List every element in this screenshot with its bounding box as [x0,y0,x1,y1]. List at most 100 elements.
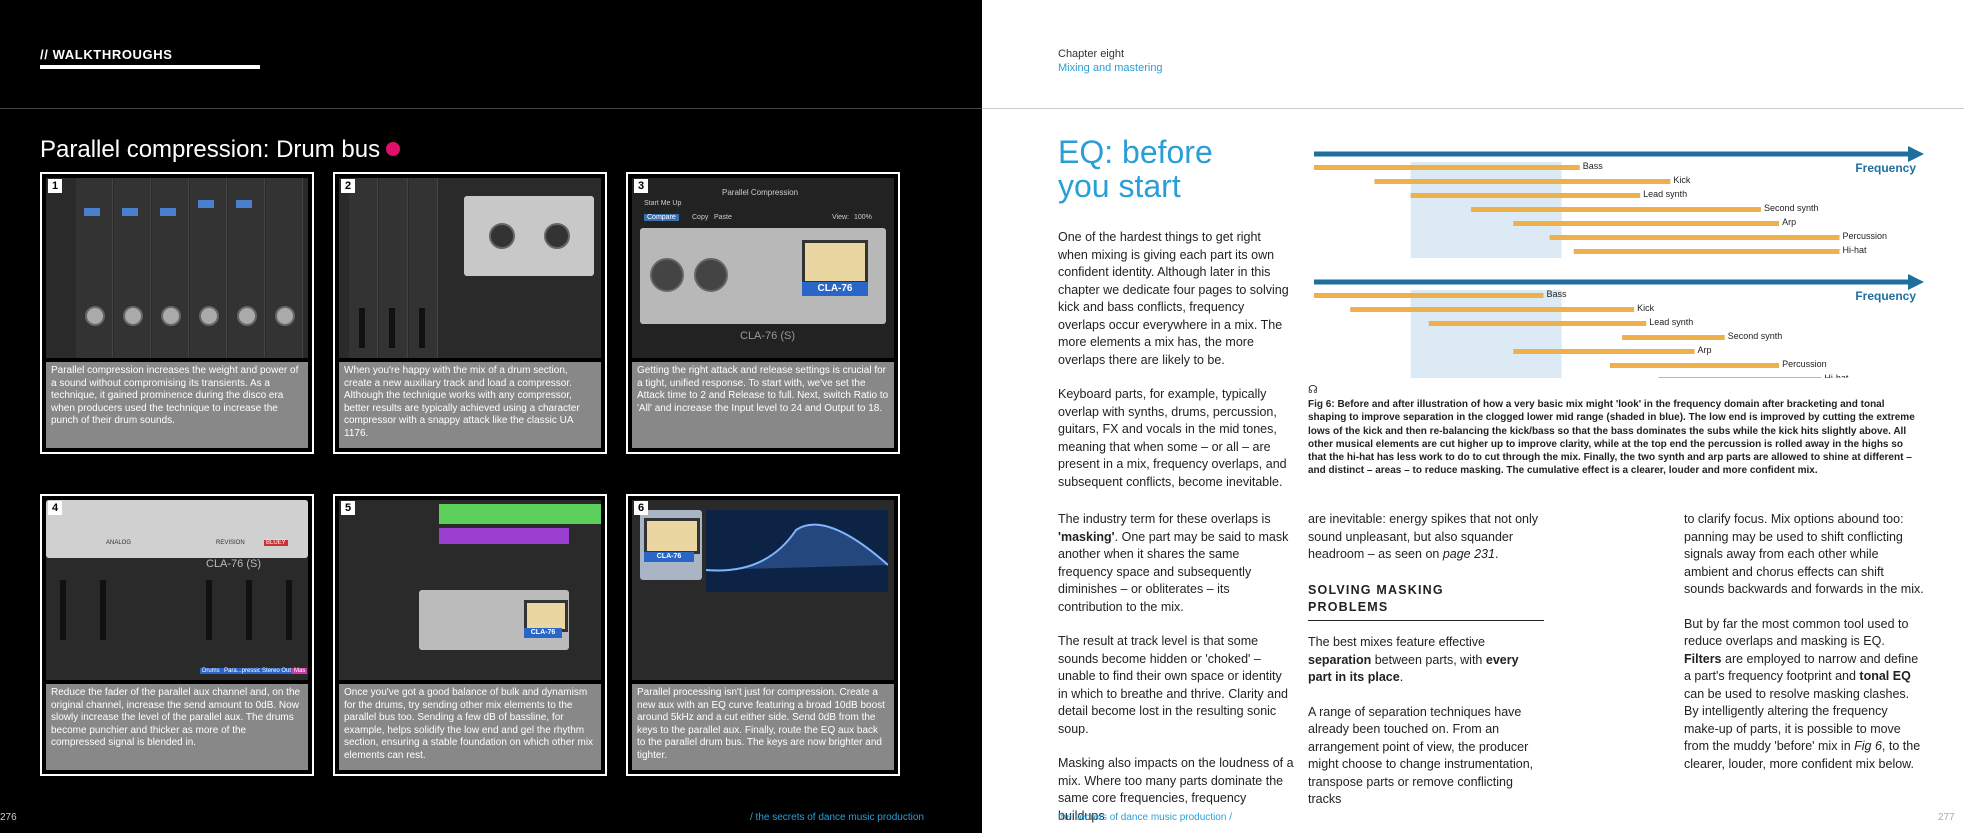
step-panel-3: 3 Parallel Compression Start Me Up Compa… [626,172,900,454]
daw-screenshot [339,178,601,358]
step-caption: Getting the right attack and release set… [632,362,894,448]
text-column-2b: The best mixes feature effective separat… [1308,634,1544,809]
cla-label: CLA-76 [802,282,868,296]
track-label: Stereo Out [260,668,294,674]
intro-column: One of the hardest things to get right w… [1058,229,1294,491]
text-column-3: to clarify focus. Mix options abound too… [1684,511,1924,773]
frequency-bar [1410,193,1641,198]
eq-curve [705,523,889,572]
plugin-view-value: 100% [854,214,872,221]
article-title: EQ: before you start [1058,135,1278,203]
fig-ref: Fig 6 [1854,739,1882,753]
bar-label: Lead synth [1649,317,1693,327]
revision-label: REVISION [216,540,245,546]
step-number: 3 [634,179,649,193]
frequency-bar [1471,207,1761,212]
bold-term: tonal EQ [1859,669,1911,683]
plugin-title: Parallel Compression [722,188,799,197]
text-run: can be used to resolve masking clashes. … [1684,686,1910,754]
section-heading: SOLVING MASKING PROBLEMS [1308,582,1544,621]
step-panel-6: 6 CLA-76 Parallel processing isn't just … [626,494,900,776]
bar-label: Hi-hat [1842,245,1867,255]
track-label: Mas [292,668,308,674]
bar-label: Hi-hat [1824,373,1849,378]
figure-caption: Fig 6: Before and after illustration of … [1308,399,1915,477]
step-caption: When you're happy with the mix of a drum… [339,362,601,448]
step-number: 6 [634,501,649,515]
cla76-mixer-screenshot: ANALOG REVISION BLUEY CLA-76 (S) Drums P… [46,500,308,680]
paragraph: The industry term for these overlaps is … [1058,511,1294,616]
cla-label: CLA-76 [524,628,562,638]
text-run: are employed to narrow and define a part… [1684,651,1919,684]
section-label: // WALKTHROUGHS [40,47,173,62]
left-page: // WALKTHROUGHS Parallel compression: Dr… [0,0,982,833]
bar-label: Arp [1698,345,1712,355]
frequency-bar [1549,235,1840,240]
paragraph: Keyboard parts, for example, typically o… [1058,387,1287,489]
bold-term: Filters [1684,651,1722,666]
frequency-bar [1428,321,1647,326]
text-run: . [1494,547,1499,561]
bold-term: separation [1308,652,1372,667]
step-number: 4 [48,501,63,515]
page-number: 277 [1938,812,1955,823]
heading-line: PROBLEMS [1308,600,1389,614]
compressor-plugin-screenshot: Parallel Compression Start Me Up Compare… [632,178,894,358]
plugin-paste: Paste [714,214,732,221]
bar-label: Arp [1782,217,1796,227]
text-run: The best mixes feature effective [1308,635,1485,649]
frequency-bar [1573,249,1840,254]
paragraph: The best mixes feature effective separat… [1308,634,1544,687]
bar-label: Second synth [1764,203,1819,213]
axis-arrow [1908,274,1924,290]
paragraph: The result at track level is that some s… [1058,634,1288,736]
cla-model: CLA-76 (S) [740,330,796,342]
plugin-compare: Compare [644,214,679,221]
bluey-label: BLUEY [264,540,288,546]
text-run: are inevitable: energy spikes that not o… [1308,512,1538,561]
page-title: Parallel compression: Drum bus [40,136,401,164]
step-panel-5: 5 CLA-76 Once you've got a good balance … [333,494,607,776]
eq-screenshot: CLA-76 [632,500,894,680]
axis-arrow [1908,146,1924,162]
text-column-2: are inevitable: energy spikes that not o… [1308,511,1544,564]
frequency-bar [1314,293,1544,298]
text-run: between parts, with [1371,652,1486,667]
plugin-copy: Copy [692,214,709,221]
frequency-bar [1609,363,1780,368]
title-line: EQ: before [1058,134,1213,170]
text-run: . [1399,670,1404,684]
header-divider [0,108,982,109]
chapter-label: Chapter eight [1058,48,1125,60]
headphones-icon: ☊ [1308,384,1318,396]
axis-label: Frequency [1855,161,1916,175]
paragraph: are inevitable: energy spikes that not o… [1308,511,1544,564]
footer-title: / the secrets of dance music production [750,812,924,823]
step-caption: Parallel compression increases the weigh… [46,362,308,448]
frequency-bar [1622,335,1725,340]
step-number: 2 [341,179,356,193]
paragraph: A range of separation techniques have al… [1308,704,1534,807]
step-caption: Once you've got a good balance of bulk a… [339,684,601,770]
frequency-bar [1374,179,1671,184]
track-label: Para...pression [222,668,267,674]
paragraph: Masking also impacts on the loudness of … [1058,756,1294,823]
section-rule [40,65,260,69]
plugin-view: View: [832,214,849,221]
text-run: . One part may be said to mask another w… [1058,529,1289,614]
mixer-screenshot [46,178,308,358]
bar-label: Lead synth [1643,189,1687,199]
text-run: The industry term for these overlaps is [1058,512,1271,526]
arrange-screenshot: CLA-76 [339,500,601,680]
title-line: you start [1058,168,1181,204]
step-panel-4: 4 ANALOG REVISION BLUEY CLA-76 (S) Drums… [40,494,314,776]
header-divider [982,108,1964,109]
shaded-region [1410,290,1562,378]
bar-label: Percussion [1782,359,1827,369]
text-run: , to the clearer, louder, more confident… [1684,739,1921,771]
bar-label: Second synth [1728,331,1783,341]
axis-label: Frequency [1855,289,1916,303]
text-run: But by far the most common tool used to … [1684,616,1909,649]
step-caption: Reduce the fader of the parallel aux cha… [46,684,308,770]
